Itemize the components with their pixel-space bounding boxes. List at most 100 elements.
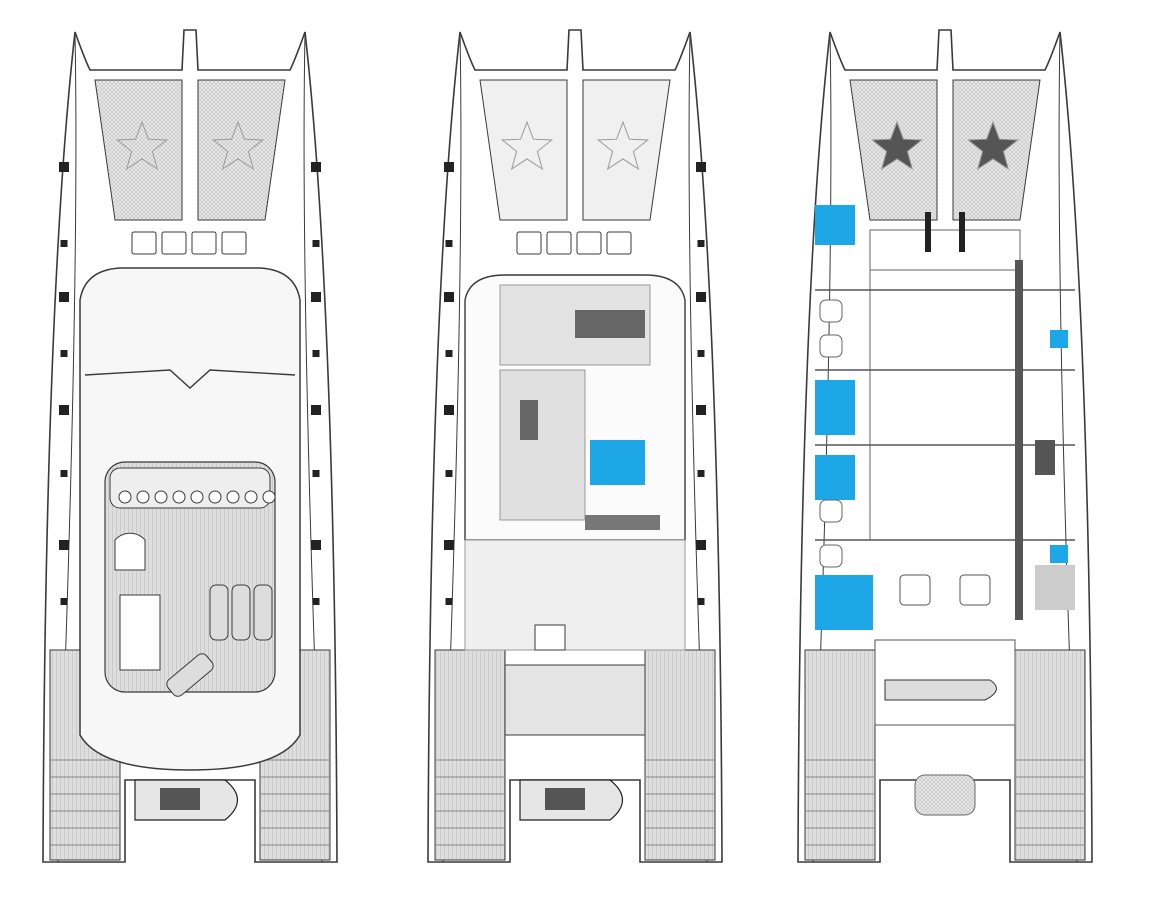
sun-lounger [166,653,214,697]
instrument-gauge [244,490,258,504]
porthole [696,162,706,172]
porthole [312,350,320,357]
porthole [445,470,453,477]
sun-lounger [231,584,251,641]
head-wc [819,499,843,523]
porthole [59,405,69,415]
starfish-icon [211,120,265,171]
crew-shower [1050,330,1068,348]
aft-cockpit [464,539,686,651]
deck-plan-main-deck [427,29,723,863]
hatch [959,574,991,606]
helm-console [109,467,271,509]
head-wc [819,544,843,568]
porthole [444,292,454,302]
deck-plan-flybridge-deck [42,29,338,863]
porthole [60,470,68,477]
owner-bed [590,440,645,485]
deck-hatch [221,231,247,255]
deck-hatch [516,231,542,255]
porthole [312,598,320,605]
guest-cabin-bed [855,575,873,630]
cockpit-table [534,624,566,651]
instrument-gauge [262,490,276,504]
swim-platform [914,774,976,816]
head-wc [819,334,843,358]
porthole [697,598,705,605]
starfish-icon [596,120,650,171]
porthole [311,162,321,172]
guest-cabin-bed [815,205,855,245]
hatch [899,574,931,606]
instrument-gauge [190,490,204,504]
starboard-aft-steps [644,649,716,861]
starfish-icon [870,120,924,171]
deck-hatch [191,231,217,255]
deck-hatch [576,231,602,255]
deck-hatch [546,231,572,255]
porthole [697,350,705,357]
instrument-gauge [226,490,240,504]
porthole [312,470,320,477]
aft-sofa [504,664,646,736]
instrument-gauge [118,490,132,504]
starboard-aft-steps [1014,649,1086,861]
bridgedeck-underside [869,269,1021,541]
deck-hatch [161,231,187,255]
porthole [445,350,453,357]
sun-lounger [209,584,229,641]
anchor-windlass [925,212,931,252]
porthole [311,405,321,415]
starfish-icon [115,120,169,171]
port-aft-steps [804,649,876,861]
galley-counter [520,400,538,440]
porthole [60,350,68,357]
crew-bunk [1035,565,1075,610]
bar-counter [119,594,161,671]
head-wc [819,299,843,323]
deck-hatch [606,231,632,255]
sun-lounger [253,584,273,641]
guest-cabin-bed [815,575,860,630]
porthole [59,162,69,172]
porthole [444,162,454,172]
galley [499,369,586,521]
porthole [444,540,454,550]
instrument-gauge [154,490,168,504]
porthole [445,240,453,247]
anchor-windlass [959,212,965,252]
deck-hatch [131,231,157,255]
guest-cabin-bed [815,455,855,500]
porthole [60,240,68,247]
guest-cabin-bed [815,380,855,435]
starboard-trampoline [197,79,286,221]
dining-table [575,310,645,338]
tender-console [160,788,200,810]
porthole [445,598,453,605]
dresser [585,515,660,530]
crew-bulkhead-wall [1015,260,1023,620]
crew-galley [1035,440,1055,475]
hardtop-edge [84,369,296,389]
port-trampoline [479,79,568,221]
tender-boat [884,679,997,701]
porthole [444,405,454,415]
porthole [312,240,320,247]
instrument-gauge [172,490,186,504]
porthole [697,240,705,247]
instrument-gauge [136,490,150,504]
porthole [311,292,321,302]
tender-console [545,788,585,810]
instrument-gauge [208,490,222,504]
crew-shower [1050,545,1068,563]
porthole [696,540,706,550]
forepeak [869,229,1021,271]
porthole [696,292,706,302]
starboard-trampoline [582,79,671,221]
starfish-icon [966,120,1020,171]
porthole [697,470,705,477]
port-trampoline [94,79,183,221]
porthole [59,540,69,550]
spiral-stair [114,532,146,571]
